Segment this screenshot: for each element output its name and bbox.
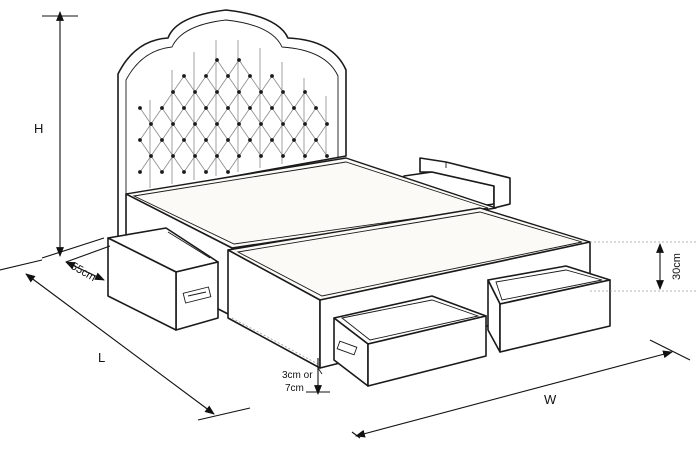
- tuft-button: [160, 106, 164, 110]
- dimension-leg-clearance: 3cm or 7cm: [231, 317, 330, 395]
- tuft-button: [204, 74, 208, 78]
- tuft-button: [303, 90, 307, 94]
- tuft-button: [215, 122, 219, 126]
- dimension-height: H: [34, 11, 105, 259]
- tuft-button: [237, 58, 241, 62]
- tuft-button: [292, 138, 296, 142]
- tuft-button: [259, 122, 263, 126]
- dimension-length: L: [0, 259, 251, 421]
- leg-clearance-label-line1: 3cm or: [282, 370, 313, 381]
- tuft-button: [292, 106, 296, 110]
- tuft-button: [182, 106, 186, 110]
- tuft-button: [281, 122, 285, 126]
- tuft-button: [182, 138, 186, 142]
- tuft-button: [314, 138, 318, 142]
- tuft-button: [204, 170, 208, 174]
- tuft-button: [193, 122, 197, 126]
- width-label: W: [544, 392, 557, 407]
- tuft-button: [226, 138, 230, 142]
- tuft-button: [259, 90, 263, 94]
- dimension-width: W: [351, 339, 691, 439]
- tuft-button: [325, 122, 329, 126]
- tuft-button: [248, 138, 252, 142]
- leg-clearance-label-line2: 7cm: [285, 383, 304, 394]
- tuft-button: [215, 154, 219, 158]
- dimension-drawer-depth: 55cm: [65, 245, 111, 284]
- headboard: [117, 9, 347, 239]
- tuft-button: [215, 58, 219, 62]
- tuft-button: [215, 90, 219, 94]
- tuft-button: [226, 106, 230, 110]
- tuft-button: [160, 170, 164, 174]
- tuft-button: [237, 154, 241, 158]
- tuft-button: [237, 90, 241, 94]
- tuft-button: [226, 74, 230, 78]
- tuft-button: [270, 74, 274, 78]
- tuft-button: [281, 90, 285, 94]
- tuft-button: [171, 90, 175, 94]
- tuft-button: [303, 154, 307, 158]
- tuft-button: [270, 106, 274, 110]
- tuft-button: [160, 138, 164, 142]
- tuft-button: [138, 106, 142, 110]
- tuft-button: [303, 122, 307, 126]
- tuft-button: [182, 74, 186, 78]
- tuft-button: [193, 90, 197, 94]
- drawer-height-label: 30cm: [671, 253, 683, 280]
- tuft-button: [149, 122, 153, 126]
- tuft-button: [138, 138, 142, 142]
- tuft-button: [149, 154, 153, 158]
- tuft-button: [248, 106, 252, 110]
- tuft-button: [314, 106, 318, 110]
- tuft-button: [281, 154, 285, 158]
- tuft-button: [171, 122, 175, 126]
- tuft-button: [204, 106, 208, 110]
- drawer-depth-label: 55cm: [69, 260, 98, 284]
- tuft-button: [204, 138, 208, 142]
- tuft-button: [182, 170, 186, 174]
- tuft-button: [138, 170, 142, 174]
- tuft-button: [193, 154, 197, 158]
- height-label: H: [34, 121, 43, 136]
- tuft-button: [171, 154, 175, 158]
- tuft-button: [248, 74, 252, 78]
- dimension-drawer-height: 30cm: [590, 241, 698, 292]
- length-label: L: [98, 350, 105, 365]
- tuft-button: [259, 154, 263, 158]
- tuft-button: [325, 154, 329, 158]
- tuft-button: [270, 138, 274, 142]
- tuft-button: [237, 122, 241, 126]
- drawer-front-right: [487, 265, 611, 353]
- tuft-button: [226, 170, 230, 174]
